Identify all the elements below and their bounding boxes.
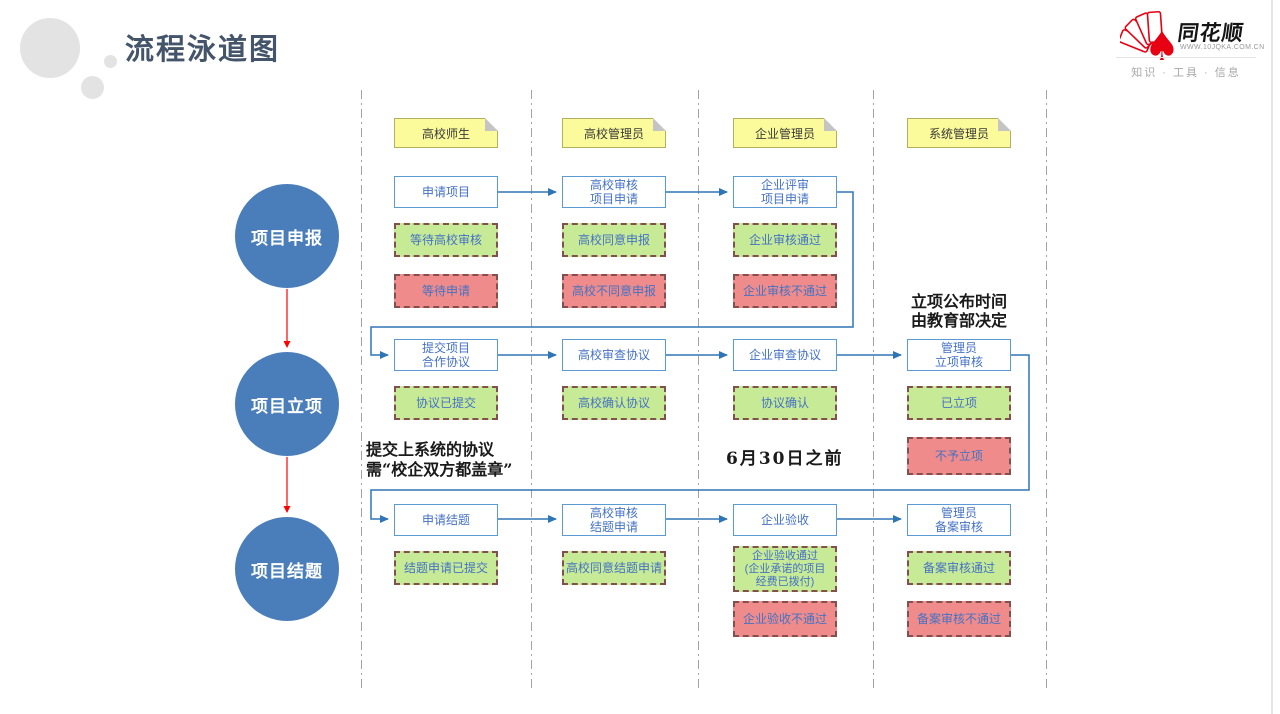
phase-circle-declaration: 项目申报 bbox=[235, 184, 339, 288]
lane-divider-3 bbox=[698, 90, 699, 690]
process-node: 申请结题 bbox=[394, 504, 498, 536]
fail-status: 企业审核不通过 bbox=[733, 274, 837, 308]
success-status: 协议确认 bbox=[733, 386, 837, 420]
success-status: 已立项 bbox=[907, 386, 1011, 420]
fail-status: 高校不同意申报 bbox=[562, 274, 666, 308]
fail-status: 备案审核不通过 bbox=[907, 601, 1011, 637]
lane-header-system-admin: 系统管理员 bbox=[907, 118, 1011, 148]
process-node: 高校审核 项目申请 bbox=[562, 176, 666, 208]
deco-circle-large bbox=[20, 18, 80, 78]
phase-circle-approval: 项目立项 bbox=[235, 352, 339, 456]
process-node: 企业验收 bbox=[733, 504, 837, 536]
process-node: 企业评审 项目申请 bbox=[733, 176, 837, 208]
success-status: 结题申请已提交 bbox=[394, 551, 498, 585]
success-status: 协议已提交 bbox=[394, 386, 498, 420]
process-node: 申请项目 bbox=[394, 176, 498, 208]
phase-circle-conclusion: 项目结题 bbox=[235, 517, 339, 621]
fail-status: 不予立项 bbox=[907, 437, 1011, 475]
success-status: 等待高校审核 bbox=[394, 223, 498, 257]
process-node: 企业审查协议 bbox=[733, 339, 837, 371]
lane-divider-1 bbox=[361, 90, 362, 690]
page-title: 流程泳道图 bbox=[125, 34, 281, 66]
lane-divider-4 bbox=[873, 90, 874, 690]
page-edge-line bbox=[1271, 0, 1273, 714]
success-status: 企业验收通过 (企业承诺的项目 经费已拨付) bbox=[733, 546, 837, 592]
process-node: 管理员 立项审核 bbox=[907, 339, 1011, 371]
process-node: 管理员 备案审核 bbox=[907, 504, 1011, 536]
annotation-approval-time: 立项公布时间 由教育部决定 bbox=[910, 292, 1007, 330]
brand-tagline: 知识 · 工具 · 信息 bbox=[1131, 67, 1241, 79]
fail-status: 企业验收不通过 bbox=[733, 601, 837, 637]
brand-logo: ♠ 同花顺 WWW.10JQKA.COM.CN 知识 · 工具 · 信息 bbox=[1116, 8, 1266, 82]
process-node: 提交项目 合作协议 bbox=[394, 339, 498, 371]
deco-circle-medium bbox=[81, 76, 104, 99]
logo-divider bbox=[1116, 57, 1256, 58]
lane-divider-2 bbox=[531, 90, 532, 690]
success-status: 企业审核通过 bbox=[733, 223, 837, 257]
svg-text:♠: ♠ bbox=[1144, 24, 1180, 62]
success-status: 高校同意结题申请 bbox=[562, 551, 666, 585]
fail-status: 等待申请 bbox=[394, 274, 498, 308]
deco-circle-small bbox=[104, 55, 117, 68]
process-node: 高校审查协议 bbox=[562, 339, 666, 371]
lane-divider-5 bbox=[1046, 90, 1047, 690]
lane-header-enterprise-admin: 企业管理员 bbox=[733, 118, 837, 148]
annotation-agreement-seal: 提交上系统的协议 需“校企双方都盖章” bbox=[366, 440, 513, 479]
success-status: 高校确认协议 bbox=[562, 386, 666, 420]
brand-website: WWW.10JQKA.COM.CN bbox=[1180, 44, 1265, 51]
annotation-deadline: 6月30日之前 bbox=[726, 449, 844, 469]
success-status: 备案审核通过 bbox=[907, 551, 1011, 585]
lane-header-university-admin: 高校管理员 bbox=[562, 118, 666, 148]
lane-header-university-users: 高校师生 bbox=[394, 118, 498, 148]
success-status: 高校同意申报 bbox=[562, 223, 666, 257]
poker-fan-spade-icon: ♠ bbox=[1120, 10, 1180, 62]
process-node: 高校审核 结题申请 bbox=[562, 504, 666, 536]
